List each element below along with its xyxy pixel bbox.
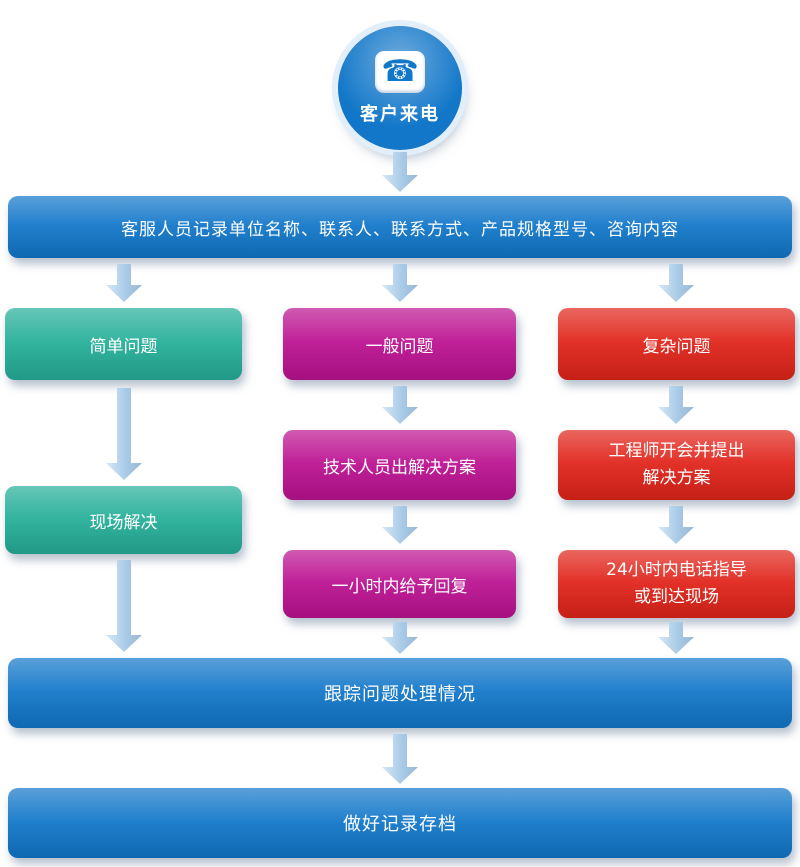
onsite-solution-label: 现场解决: [89, 512, 158, 533]
track-bar: 跟踪问题处理情况: [8, 658, 792, 728]
engineer-meeting-label: 工程师开会并提出解决方案: [608, 440, 745, 488]
tech-solution-box: 技术人员出解决方案: [283, 430, 516, 500]
reply-one-hour-label: 一小时内给予回复: [331, 576, 468, 597]
arrow-reply-to-track: [382, 622, 418, 654]
complex-problem-label: 复杂问题: [642, 336, 711, 357]
arrow-simple-to-onsite: [106, 388, 142, 480]
arrow-onsite-to-track: [106, 560, 142, 652]
complex-problem-box: 复杂问题: [558, 308, 795, 380]
arrow-track-to-archive: [382, 734, 418, 784]
arrow-meeting-to-guidance: [658, 506, 694, 544]
arrow-complex-to-meeting: [658, 386, 694, 424]
general-problem-box: 一般问题: [283, 308, 516, 380]
simple-problem-label: 简单问题: [89, 336, 158, 357]
start-label: 客户来电: [360, 103, 440, 125]
general-problem-label: 一般问题: [365, 336, 434, 357]
record-bar: 客服人员记录单位名称、联系人、联系方式、产品规格型号、咨询内容: [8, 196, 792, 258]
simple-problem-box: 简单问题: [5, 308, 242, 380]
record-bar-label: 客服人员记录单位名称、联系人、联系方式、产品规格型号、咨询内容: [121, 219, 679, 240]
arrow-guidance-to-track: [658, 622, 694, 654]
phone-guidance-label: 24小时内电话指导或到达现场: [606, 559, 747, 607]
archive-bar: 做好记录存档: [8, 788, 792, 858]
onsite-solution-box: 现场解决: [5, 486, 242, 554]
reply-one-hour-box: 一小时内给予回复: [283, 550, 516, 618]
arrow-to-complex: [658, 264, 694, 302]
tech-solution-label: 技术人员出解决方案: [323, 457, 476, 478]
arrow-to-simple: [106, 264, 142, 302]
phone-icon: ☎: [375, 50, 425, 93]
engineer-meeting-box: 工程师开会并提出解决方案: [558, 430, 795, 500]
arrow-start-to-record: [382, 152, 418, 192]
archive-bar-label: 做好记录存档: [343, 814, 457, 835]
track-bar-label: 跟踪问题处理情况: [324, 684, 476, 705]
start-node: ☎ 客户来电: [338, 26, 462, 150]
arrow-tech-to-reply: [382, 506, 418, 544]
arrow-general-to-tech: [382, 386, 418, 424]
phone-guidance-box: 24小时内电话指导或到达现场: [558, 550, 795, 618]
arrow-to-general: [382, 264, 418, 302]
